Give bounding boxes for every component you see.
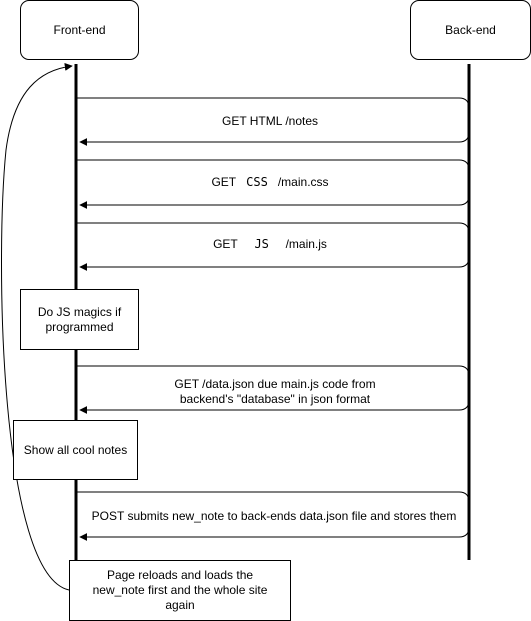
note-reload: Page reloads and loads the new_note firs… — [69, 560, 291, 621]
backend-actor: Back-end — [410, 0, 531, 60]
message-get-html: GET HTML /notes — [221, 114, 319, 128]
frontend-actor: Front-end — [20, 0, 139, 60]
arrow-post — [76, 491, 470, 541]
frontend-actor-label: Front-end — [53, 22, 106, 37]
backend-actor-label: Back-end — [445, 22, 496, 37]
js-word: JS — [254, 237, 269, 251]
note-show-notes: Show all cool notes — [13, 420, 138, 480]
arrow-get-js — [76, 222, 470, 271]
arrow-get-css — [76, 159, 470, 209]
css-word: CSS — [246, 175, 268, 189]
arrow-get-html — [76, 97, 470, 146]
arrow-get-data — [76, 365, 470, 414]
message-post: POST submits new_note to back-ends data.… — [91, 509, 457, 523]
arrow-reload-loop — [1, 62, 73, 591]
message-get-js: GET JS /main.js — [213, 237, 327, 251]
note-js-magic: Do JS magics if programmed — [20, 289, 139, 350]
message-get-data: GET /data.json due main.js code from bac… — [174, 377, 376, 406]
message-get-css: GET CSS /main.css — [211, 175, 329, 189]
